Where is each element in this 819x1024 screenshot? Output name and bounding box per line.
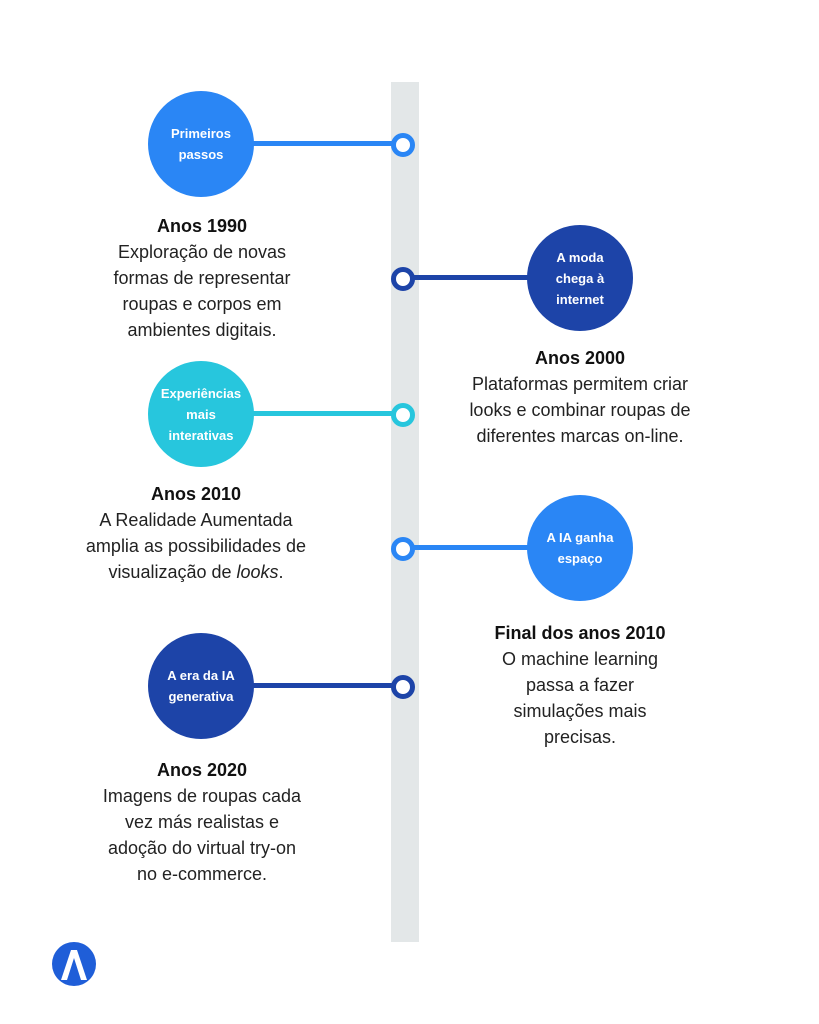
connector-5	[246, 683, 401, 688]
timeline-node-3	[391, 403, 415, 427]
timeline-node-4	[391, 537, 415, 561]
event-circle-3: Experiências mais interativas	[148, 361, 254, 467]
event-description-3-end: .	[278, 562, 284, 582]
event-description-5: Imagens de roupas cada vez más realistas…	[102, 786, 302, 884]
event-entry-4: Final dos anos 2010 O machine learning p…	[450, 620, 710, 750]
event-description-3: A Realidade Aumentada amplia as possibil…	[76, 507, 316, 585]
event-circle-label-3: Experiências mais interativas	[160, 385, 242, 443]
event-circle-1: Primeiros passos	[148, 91, 254, 197]
event-title-3: Anos 2010	[150, 484, 242, 504]
brand-logo-icon	[52, 942, 96, 986]
event-description-3-text: A Realidade Aumentada amplia as possibil…	[85, 510, 307, 582]
event-entry-2: Anos 2000 Plataformas permitem criar loo…	[450, 345, 710, 449]
event-title-2: Anos 2000	[534, 348, 626, 368]
event-circle-label-2: A moda chega à internet	[555, 249, 605, 307]
event-circle-5: A era da IA generativa	[148, 633, 254, 739]
event-description-1: Exploração de novas formas de representa…	[113, 242, 291, 340]
event-description-2: Plataformas permitem criar looks e combi…	[469, 374, 691, 446]
timeline-node-5	[391, 675, 415, 699]
event-title-4: Final dos anos 2010	[494, 623, 666, 643]
event-description-4: O machine learning passa a fazer simulaç…	[501, 649, 659, 747]
event-circle-label-1: Primeiros passos	[171, 126, 231, 162]
timeline-spine	[391, 82, 419, 942]
timeline-node-1	[391, 133, 415, 157]
connector-3	[246, 411, 401, 416]
event-entry-5: Anos 2020 Imagens de roupas cada vez más…	[72, 757, 332, 887]
timeline-node-2	[391, 267, 415, 291]
event-circle-4: A IA ganha espaço	[527, 495, 633, 601]
event-title-1: Anos 1990	[156, 216, 248, 236]
event-circle-2: A moda chega à internet	[527, 225, 633, 331]
event-circle-label-5: A era da IA generativa	[167, 668, 235, 704]
connector-2	[408, 275, 536, 280]
event-description-3-emphasis: looks	[236, 562, 279, 582]
connector-4	[408, 545, 536, 550]
event-entry-3: Anos 2010 A Realidade Aumentada amplia a…	[66, 481, 326, 585]
event-title-5: Anos 2020	[156, 760, 248, 780]
connector-1	[246, 141, 401, 146]
event-circle-label-4: A IA ganha espaço	[546, 530, 614, 566]
event-entry-1: Anos 1990 Exploração de novas formas de …	[72, 213, 332, 343]
